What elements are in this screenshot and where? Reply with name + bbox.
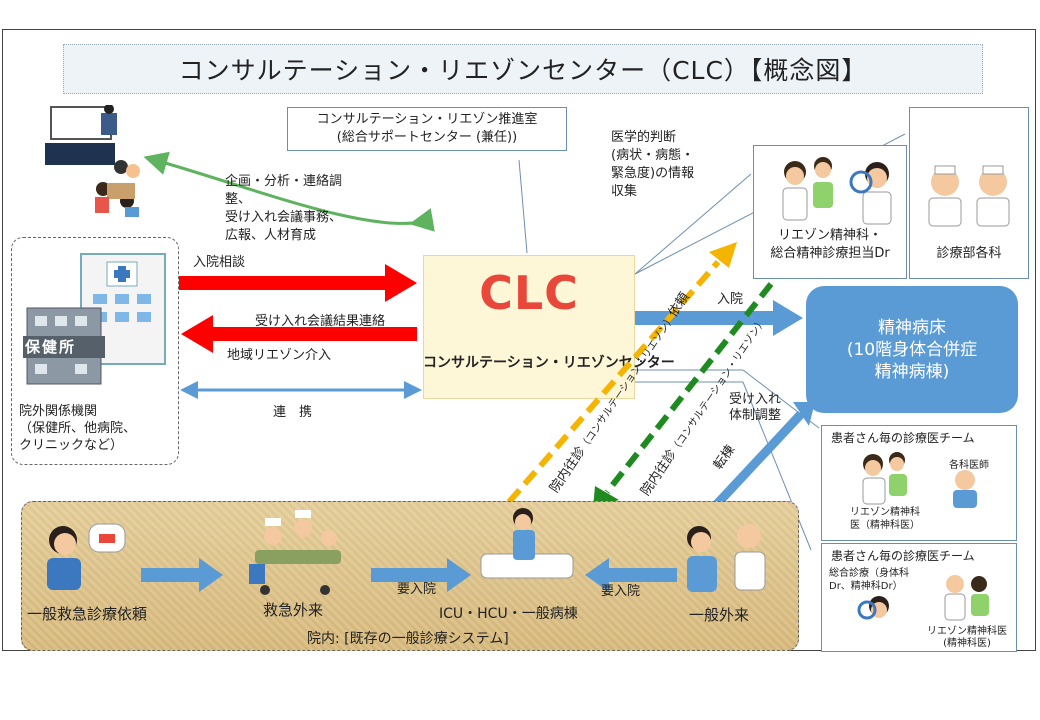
team1-title: 患者さん毎の診療医チーム — [831, 431, 975, 445]
admission-consult-label: 入院相談 — [193, 255, 246, 270]
visit-arrow — [604, 282, 774, 494]
planning-arrow — [143, 151, 435, 232]
request-arrow — [506, 260, 721, 504]
transfer-arrow — [713, 410, 805, 508]
planning-note-3: 受け入れ会議事務、 — [225, 210, 343, 225]
medical-judgement-3: 緊急度)の情報 — [611, 166, 695, 181]
page-title: コンサルテーション・リエゾンセンター（CLC）【概念図】 — [63, 44, 983, 94]
meeting-result-label: 受け入れ会議結果連絡 — [255, 314, 386, 329]
team1-doc2: 各科医師 — [949, 460, 989, 471]
medical-judgement-1: 医学的判断 — [611, 130, 677, 145]
admission-consult-arrow — [179, 264, 417, 302]
accept-adjust-label-1: 受け入れ — [729, 392, 782, 407]
emergency-outpatient-label: 救急外来 — [263, 601, 324, 619]
cooperation-label: 連 携 — [273, 405, 313, 420]
slide: コンサルテーション・リエゾンセンター（CLC）【概念図】 コンサルテーション・リ… — [2, 29, 1036, 652]
planning-note-1: 企画・分析・連絡調 — [225, 174, 343, 189]
ward-line-1: 精神病床 — [878, 317, 946, 338]
team1-icons — [862, 452, 977, 508]
planning-note-2: 整、 — [225, 192, 252, 207]
department-doctors-icon — [928, 165, 1010, 227]
clc-box — [423, 255, 635, 399]
outside-line-2: （保健所、他病院、 — [19, 421, 137, 436]
medical-judgement-4: 収集 — [611, 184, 638, 199]
outside-line-3: クリニックなど） — [19, 438, 124, 453]
wards-label: ICU・HCU・一般病棟 — [439, 606, 578, 622]
medical-judgement-2: (病状・病態・ — [611, 148, 695, 163]
regional-liaison-label: 地域リエゾン介入 — [227, 348, 332, 363]
ward-line-2: (10階身体合併症 — [846, 339, 978, 360]
liaison-doctors-label-1: リエゾン精神科・ — [777, 228, 882, 243]
psychiatric-ward: 精神病床 (10階身体合併症 精神病棟) — [806, 286, 1018, 413]
team1-doc1-2: 医（精神科医） — [850, 520, 920, 531]
clc-title: CLC — [479, 266, 579, 320]
admit-arrow — [635, 300, 803, 336]
promotion-office-box — [287, 107, 567, 151]
inside-flow — [47, 508, 766, 595]
flow-arrows — [179, 242, 815, 508]
emergency-request-label: 一般救急診療依頼 — [27, 605, 148, 623]
team2-icons — [857, 575, 989, 621]
departments-box — [909, 107, 1029, 279]
hospital-icon — [23, 253, 166, 385]
team2-doc2-1: リエゾン精神科医 — [927, 626, 1007, 637]
team2-doc2-2: (精神科医) — [943, 638, 991, 649]
departments-label: 診療部各科 — [936, 246, 1002, 261]
liaison-doctors-icon — [782, 157, 892, 225]
meeting-result-arrow — [181, 315, 417, 353]
promotion-office-line1: コンサルテーション・リエゾン推進室 — [316, 112, 538, 127]
outside-line-1: 院外関係機関 — [19, 404, 98, 419]
general-outpatient-label: 一般外来 — [689, 606, 750, 624]
ward-line-3: 精神病棟) — [874, 361, 950, 382]
need-admit-label-2: 要入院 — [601, 584, 641, 599]
admit-label: 入院 — [717, 292, 744, 307]
health-center-label: 保健所 — [25, 338, 77, 356]
lecture-meeting-icon — [45, 105, 140, 217]
system-label: 院内: [既存の一般診療システム] — [307, 631, 509, 647]
team1-box — [821, 425, 1017, 541]
liaison-doctors-label-2: 総合精神診療担当Dr — [770, 246, 890, 261]
promotion-office-line2: (総合サポートセンター (兼任)) — [336, 130, 518, 145]
team2-doc1-1: 総合診療（身体科 — [829, 568, 909, 579]
team2-title: 患者さん毎の診療医チーム — [831, 549, 975, 563]
team1-doc1-1: リエゾン精神科 — [850, 507, 920, 518]
team2-doc1-2: Dr、精神科Dr） — [829, 581, 903, 592]
clc-subtitle: コンサルテーション・リエゾンセンター — [423, 355, 675, 371]
planning-note-4: 広報、人材育成 — [225, 228, 317, 243]
accept-adjust-label-2: 体制調整 — [729, 408, 782, 423]
need-admit-label-1: 要入院 — [397, 582, 437, 597]
